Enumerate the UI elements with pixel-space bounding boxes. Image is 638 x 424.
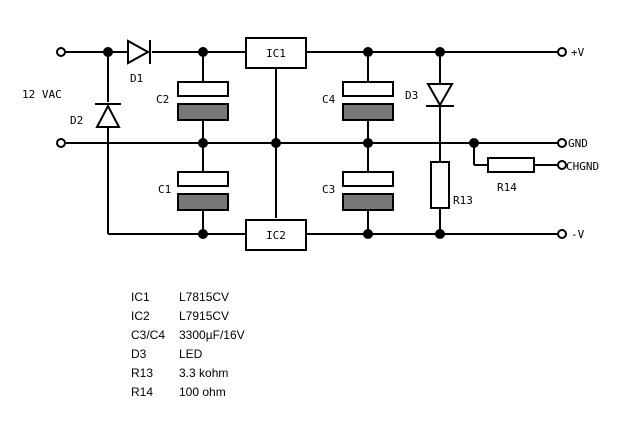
diode-d1 bbox=[127, 39, 151, 65]
part-ref: IC1 bbox=[131, 290, 150, 304]
capacitor-c3 bbox=[342, 171, 394, 211]
parts-list-row: IC1 L7815CV bbox=[131, 288, 245, 307]
part-value: L7915CV bbox=[179, 309, 230, 323]
regulator-ic1 bbox=[245, 37, 307, 69]
diode-d2 bbox=[95, 103, 121, 128]
resistor-r14 bbox=[487, 157, 535, 173]
capacitor-c4 bbox=[342, 81, 394, 121]
part-ref: C3/C4 bbox=[131, 328, 166, 342]
c2-label: C2 bbox=[156, 93, 169, 106]
d2-label: D2 bbox=[70, 114, 83, 127]
d1-label: D1 bbox=[130, 72, 143, 85]
minus-v-label: -V bbox=[571, 228, 585, 241]
parts-list-row: IC2 L7915CV bbox=[131, 307, 245, 326]
ic1-label: IC1 bbox=[266, 47, 286, 60]
part-ref: D3 bbox=[131, 347, 147, 361]
part-value: L7815CV bbox=[179, 290, 230, 304]
parts-list-row: C3/C4 3300µF/16V bbox=[131, 326, 245, 345]
plus-v-label: +V bbox=[571, 46, 585, 59]
ic2-label: IC2 bbox=[266, 229, 286, 242]
part-value: 3300µF/16V bbox=[179, 328, 245, 342]
capacitor-c1 bbox=[177, 171, 229, 211]
r14-label: R14 bbox=[497, 181, 517, 194]
part-ref: R14 bbox=[131, 385, 154, 399]
c1-label: C1 bbox=[158, 183, 171, 196]
terminals bbox=[56, 47, 567, 239]
r13-label: R13 bbox=[453, 194, 473, 207]
part-value: 3.3 kohm bbox=[179, 366, 229, 380]
parts-list-row: R14 100 ohm bbox=[131, 383, 245, 402]
part-value: 100 ohm bbox=[179, 385, 226, 399]
part-ref: R13 bbox=[131, 366, 154, 380]
diode-d3-led bbox=[426, 83, 454, 108]
chgnd-label: CHGND bbox=[566, 160, 599, 173]
c4-label: C4 bbox=[322, 93, 336, 106]
parts-list-row: R13 3.3 kohm bbox=[131, 364, 245, 383]
part-ref: IC2 bbox=[131, 309, 150, 323]
c3-label: C3 bbox=[322, 183, 335, 196]
regulator-ic2 bbox=[245, 219, 307, 251]
parts-list: IC1 L7815CV IC2 L7915CV C3/C4 3300µF/16V… bbox=[131, 288, 245, 402]
capacitor-c2 bbox=[177, 81, 229, 121]
input-voltage-label: 12 VAC bbox=[22, 88, 62, 101]
resistor-r13 bbox=[430, 161, 450, 209]
parts-list-row: D3 LED bbox=[131, 345, 245, 364]
junction-dots bbox=[103, 47, 479, 239]
gnd-label: GND bbox=[568, 137, 588, 150]
d3-label: D3 bbox=[405, 89, 418, 102]
part-value: LED bbox=[179, 347, 203, 361]
